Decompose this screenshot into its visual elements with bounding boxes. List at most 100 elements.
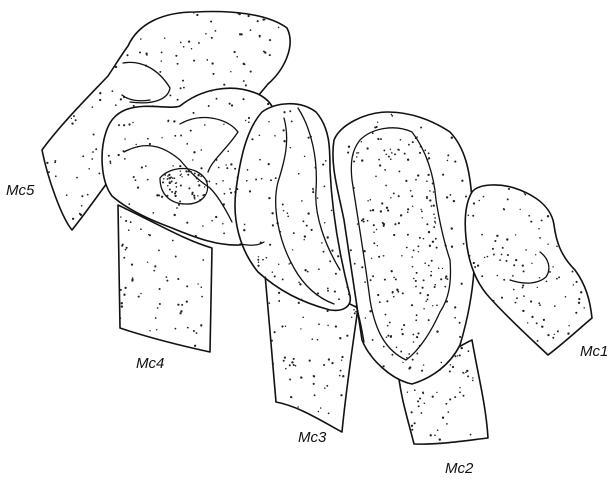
stipple-dot	[223, 84, 225, 86]
stipple-dot	[204, 186, 205, 187]
stipple-dot	[492, 300, 494, 302]
stipple-dot	[523, 270, 525, 272]
stipple-dot	[193, 112, 195, 114]
stipple-dot	[525, 249, 527, 251]
mc2-bone	[333, 112, 488, 445]
stipple-dot	[373, 231, 375, 233]
stipple-dot	[177, 99, 179, 101]
stipple-dot	[188, 170, 190, 172]
stipple-dot	[180, 135, 182, 137]
stipple-dot	[531, 316, 533, 318]
stipple-dot	[398, 222, 400, 224]
stipple-dot	[303, 239, 304, 240]
stipple-dot	[423, 279, 425, 281]
label-mc4: Mc4	[136, 355, 164, 372]
stipple-dot	[318, 268, 320, 270]
stipple-dot	[121, 305, 123, 307]
stipple-dot	[300, 299, 302, 301]
stipple-dot	[539, 237, 541, 239]
stipple-dot	[425, 300, 427, 302]
stipple-dot	[407, 211, 409, 213]
stipple-dot	[503, 279, 505, 281]
stipple-dot	[109, 160, 111, 162]
stipple-dot	[337, 255, 339, 257]
stipple-dot	[466, 370, 468, 372]
stipple-dot	[408, 144, 410, 146]
stipple-dot	[181, 176, 182, 177]
stipple-dot	[313, 383, 315, 385]
stipple-dot	[428, 231, 430, 233]
stipple-dot	[357, 223, 359, 225]
stipple-dot	[81, 195, 83, 197]
stipple-dot	[426, 180, 428, 182]
stipple-dot	[433, 204, 435, 206]
stipple-dot	[524, 192, 526, 194]
stipple-dot	[415, 280, 417, 282]
stipple-dot	[272, 363, 274, 365]
stipple-dot	[387, 325, 389, 327]
stipple-dot	[82, 155, 84, 157]
stipple-dot	[547, 334, 549, 336]
stipple-dot	[436, 392, 437, 393]
stipple-dot	[243, 80, 245, 82]
stipple-dot	[432, 241, 434, 243]
stipple-dot	[289, 364, 291, 366]
stipple-dot	[66, 194, 68, 196]
stipple-dot	[391, 114, 392, 115]
stipple-dot	[171, 181, 173, 183]
stipple-dot	[432, 396, 434, 398]
stipple-dot	[71, 118, 72, 119]
stipple-dot	[409, 366, 411, 368]
stipple-dot	[123, 257, 125, 259]
stipple-dot	[439, 442, 441, 444]
stipple-dot	[161, 196, 163, 198]
stipple-dot	[473, 202, 475, 204]
stipple-dot	[468, 350, 470, 352]
stipple-dot	[537, 287, 538, 288]
stipple-dot	[237, 13, 239, 15]
stipple-dot	[317, 197, 318, 198]
stipple-dot	[258, 256, 259, 257]
stipple-dot	[267, 103, 269, 105]
stipple-dot	[342, 375, 344, 377]
stipple-dot	[282, 204, 284, 206]
stipple-dot	[161, 60, 162, 61]
stipple-dot	[546, 280, 548, 282]
stipple-dot	[406, 247, 408, 249]
stipple-dot	[391, 115, 393, 117]
stipple-dot	[285, 368, 287, 370]
stipple-dot	[499, 259, 501, 261]
stipple-dot	[377, 138, 379, 140]
stipple-dot	[427, 174, 429, 176]
stipple-dot	[278, 263, 280, 265]
stipple-dot	[572, 271, 574, 273]
stipple-dot	[179, 165, 181, 167]
stipple-dot	[183, 46, 185, 48]
stipple-dot	[416, 353, 418, 355]
stipple-dot	[399, 384, 401, 386]
stipple-dot	[199, 199, 201, 201]
stipple-dot	[198, 42, 200, 44]
stipple-dot	[335, 325, 337, 327]
stipple-dot	[402, 362, 403, 363]
stipple-dot	[123, 124, 125, 126]
stipple-dot	[309, 359, 311, 361]
stipple-dot	[211, 90, 213, 92]
stipple-dot	[161, 137, 162, 138]
stipple-dot	[257, 20, 259, 22]
stipple-dot	[208, 105, 210, 107]
stipple-dot	[451, 227, 453, 229]
stipple-dot	[413, 249, 415, 251]
stipple-dot	[120, 289, 122, 291]
stipple-dot	[124, 138, 125, 139]
stipple-dot	[211, 220, 213, 222]
stipple-dot	[379, 164, 381, 166]
stipple-dot	[159, 303, 161, 305]
stipple-dot	[513, 264, 515, 266]
stipple-dot	[55, 175, 57, 177]
stipple-dot	[463, 372, 464, 373]
stipple-dot	[293, 358, 295, 360]
stipple-dot	[152, 212, 154, 214]
stipple-dot	[405, 180, 407, 182]
stipple-dot	[543, 319, 545, 321]
